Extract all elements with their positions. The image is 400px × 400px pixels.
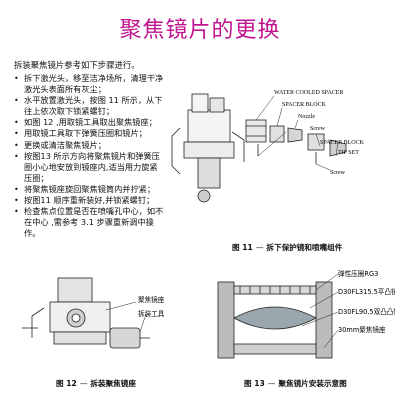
water-cooled-spacer bbox=[245, 119, 267, 143]
head-top-block bbox=[191, 93, 209, 113]
fig12-base bbox=[53, 331, 107, 345]
head-body bbox=[187, 109, 231, 143]
step-item: 更换或清洁聚焦镜片； bbox=[14, 140, 164, 151]
caption-separator: — bbox=[255, 243, 264, 252]
figure-11-title: 拆下保护镜和喷嘴组件 bbox=[266, 243, 343, 252]
intro-text: 拆装聚焦镜片参考如下步骤进行。 bbox=[14, 60, 140, 70]
caption-separator: — bbox=[267, 379, 276, 388]
step-item: 检查焦点位置是否在喷嘴孔中心，如不在中心 ,需参考 3.1 步骤重新调中操作。 bbox=[14, 206, 164, 239]
figure-13-caption: 图 13—聚焦镜片安装示意图 bbox=[244, 378, 347, 389]
step-item: 拆下激光头，移至洁净场所，清理干净激光头表面所有灰尘； bbox=[14, 73, 164, 95]
head-lower bbox=[197, 157, 221, 189]
fig13-ledge bbox=[233, 343, 317, 355]
figure-13-number: 图 13 bbox=[244, 379, 265, 388]
label-spacer-block-2: SPACER BLOCK bbox=[320, 140, 365, 146]
label-screw-2: Screw bbox=[330, 170, 346, 176]
fig13-lens bbox=[233, 306, 317, 330]
head-knob bbox=[197, 189, 211, 203]
fig12-tool bbox=[109, 327, 141, 349]
label-convex-lens: D30FL90.5双凸凸镜 bbox=[338, 307, 395, 316]
label-tool: 拆装工具 bbox=[138, 309, 165, 318]
step-item: 水平放置激光头，按图 11 所示，从下往上依次取下锁紧螺钉； bbox=[14, 95, 164, 117]
head-base bbox=[183, 141, 235, 159]
label-tip-set: TIP SET bbox=[338, 150, 359, 156]
label-lens-holder: 30mm聚焦镜座 bbox=[338, 325, 386, 334]
figure-11-number: 图 11 bbox=[232, 243, 253, 252]
fig12-top-block bbox=[57, 277, 93, 303]
label-thread-lens: D30FL315.5平凸镜 bbox=[338, 287, 395, 296]
fig13-holder-right bbox=[315, 281, 333, 359]
figure-13-title: 聚焦镜片安装示意图 bbox=[278, 379, 347, 388]
caption-separator: — bbox=[79, 379, 88, 388]
label-spring-ring: 弹性压圈RG3 bbox=[338, 269, 378, 278]
label-spacer-block: SPACER BLOCK bbox=[282, 102, 327, 108]
steps-list: 拆下激光头，移至洁净场所，清理干净激光头表面所有灰尘； 水平放置激光头，按图 1… bbox=[14, 73, 164, 239]
page-title: 聚焦镜片的更换 bbox=[119, 18, 281, 43]
head-cap bbox=[209, 97, 225, 113]
label-screw-1: Screw bbox=[310, 126, 326, 132]
step-item: 用取镜工具取下弹簧压圈和镜片； bbox=[14, 128, 164, 139]
step-item: 按图13 所示方向将聚焦镜片和弹簧压圈小心地安放到镜座内,适当用力旋紧压圈； bbox=[14, 151, 164, 184]
label-nozzle: Nozzle bbox=[298, 114, 315, 120]
fig13-holder-left bbox=[217, 281, 235, 359]
figure-13-diagram: 弹性压圈RG3 D30FL315.5平凸镜 D30FL90.5双凸凸镜 30mm… bbox=[217, 269, 395, 359]
fig13-spring-ring bbox=[233, 285, 317, 295]
tip-set-shape bbox=[329, 139, 347, 157]
figure-11-caption: 图 11—拆下保护镜和喷嘴组件 bbox=[232, 242, 342, 253]
fig12-handle-left bbox=[31, 307, 45, 338]
head-cable bbox=[171, 127, 181, 175]
label-water-cooled-spacer: WATER COOLED SPACER bbox=[274, 90, 343, 96]
label-holder: 聚焦镜座 bbox=[138, 295, 165, 304]
figure-12-diagram: 聚焦镜座 拆装工具 bbox=[22, 277, 165, 349]
step-item: 将聚焦镜座旋回聚焦镜筒内并拧紧； bbox=[14, 184, 164, 195]
figure-11-diagram: WATER COOLED SPACER SPACER BLOCK Nozzle … bbox=[171, 90, 365, 203]
figure-12-number: 图 12 bbox=[56, 379, 77, 388]
nozzle-shape bbox=[287, 127, 303, 143]
step-item: 如图 12 ,用取镜工具取出聚焦镜座； bbox=[14, 117, 164, 128]
figure-12-title: 拆装聚焦镜座 bbox=[90, 379, 136, 388]
step-item: 按图11 顺序重新装好,并锁紧螺钉； bbox=[14, 195, 164, 206]
figure-12-caption: 图 12—拆装聚焦镜座 bbox=[56, 378, 136, 389]
head-arm bbox=[231, 131, 245, 162]
